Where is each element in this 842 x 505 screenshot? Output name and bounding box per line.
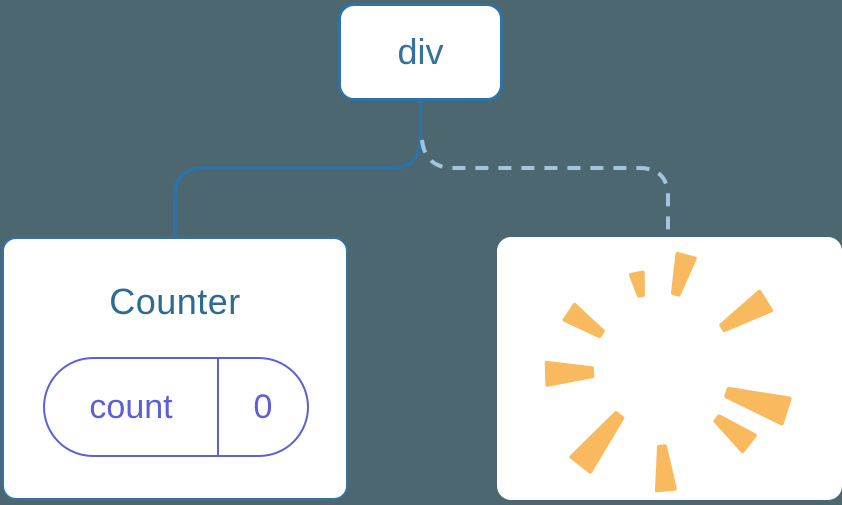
connector-dashed-line [420,139,670,238]
counter-card: Counter count 0 [2,237,348,500]
poof-wedge [671,251,697,297]
poof-icon [544,251,792,493]
state-key: count [45,359,219,455]
state-value: 0 [253,387,273,426]
poof-wedge [628,270,645,298]
root-node-div: div [338,3,503,101]
removed-card [497,237,842,500]
poof-wedge [713,414,757,454]
poof-wedge [719,289,774,333]
connector-solid-line [173,100,423,238]
poof-wedge [544,360,595,387]
state-pill: count 0 [43,357,309,457]
poof-wedge [562,302,605,339]
poof-wedge [654,444,677,493]
poof-wedge [569,411,625,474]
root-node-label: div [397,31,444,72]
poof-wedge [724,386,792,426]
counter-title: Counter [109,281,241,322]
